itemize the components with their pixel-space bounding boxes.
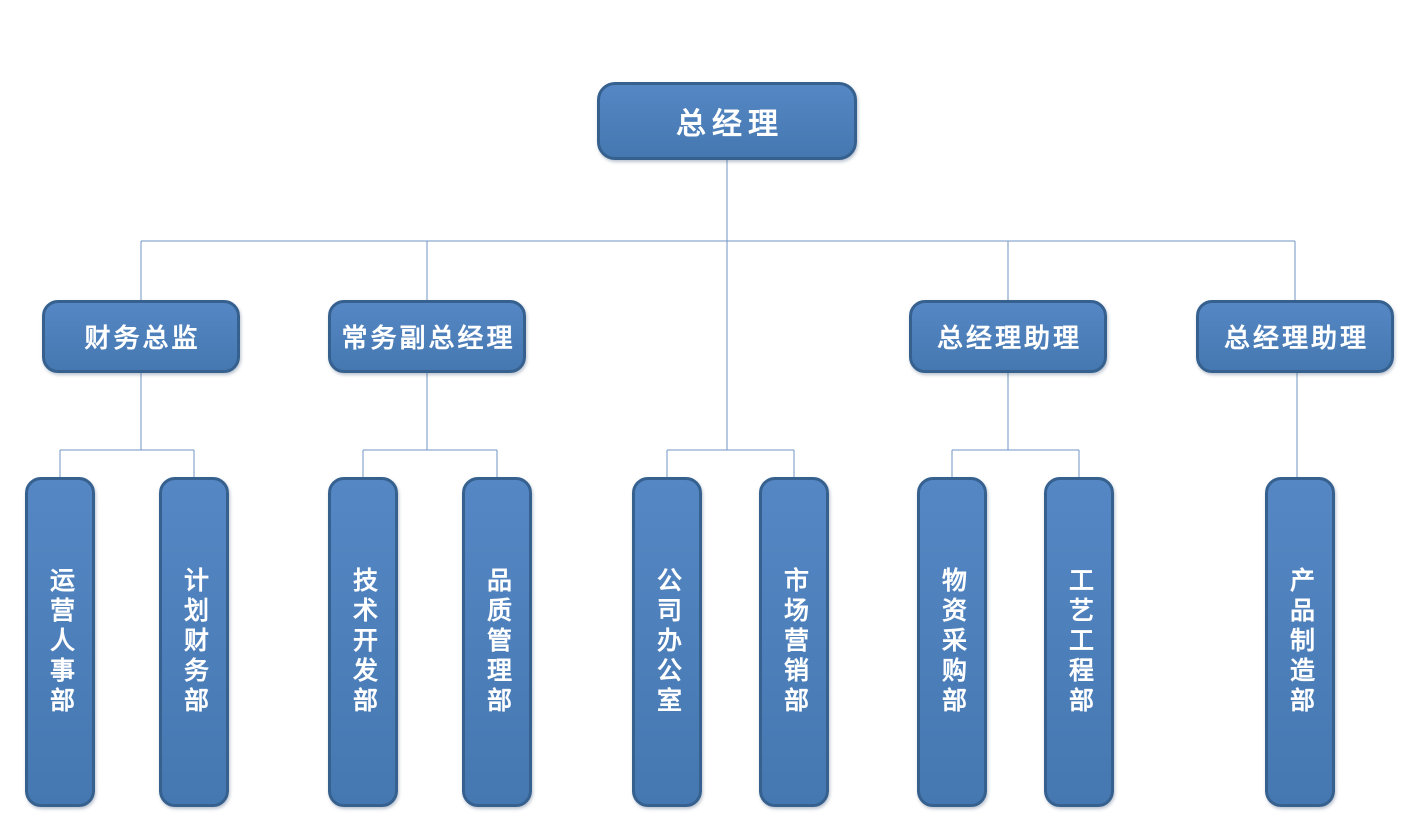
org-node-label: 总经理 xyxy=(676,108,784,141)
org-node-label: 市场营销部 xyxy=(780,567,808,717)
org-node-label: 运营人事部 xyxy=(46,567,74,717)
org-node-operations-hr-dept: 运营人事部 xyxy=(25,477,95,807)
org-node-general-manager: 总经理 xyxy=(597,82,857,160)
org-node-executive-deputy-gm: 常务副总经理 xyxy=(328,300,526,373)
org-node-label: 物资采购部 xyxy=(938,567,966,717)
org-node-label: 公司办公室 xyxy=(653,567,681,717)
org-node-label: 计划财务部 xyxy=(180,567,208,717)
org-node-label: 财务总监 xyxy=(84,324,201,353)
org-node-finance-director: 财务总监 xyxy=(42,300,240,373)
org-node-gm-assistant-2: 总经理助理 xyxy=(1196,300,1394,373)
org-node-tech-development-dept: 技术开发部 xyxy=(328,477,398,807)
org-node-planning-finance-dept: 计划财务部 xyxy=(159,477,229,807)
org-node-quality-management-dept: 品质管理部 xyxy=(462,477,532,807)
org-node-label: 常务副总经理 xyxy=(341,324,516,353)
org-node-gm-assistant-1: 总经理助理 xyxy=(909,300,1107,373)
org-node-label: 总经理助理 xyxy=(936,324,1082,353)
org-node-label: 总经理助理 xyxy=(1223,324,1369,353)
org-node-process-engineering-dept: 工艺工程部 xyxy=(1044,477,1114,807)
org-node-label: 工艺工程部 xyxy=(1065,567,1093,717)
org-node-marketing-dept: 市场营销部 xyxy=(759,477,829,807)
org-node-label: 技术开发部 xyxy=(349,567,377,717)
org-node-label: 品质管理部 xyxy=(483,567,511,717)
org-node-product-manufacturing-dept: 产品制造部 xyxy=(1265,477,1335,807)
org-node-company-office: 公司办公室 xyxy=(632,477,702,807)
org-node-label: 产品制造部 xyxy=(1286,567,1314,717)
org-node-materials-procurement-dept: 物资采购部 xyxy=(917,477,987,807)
